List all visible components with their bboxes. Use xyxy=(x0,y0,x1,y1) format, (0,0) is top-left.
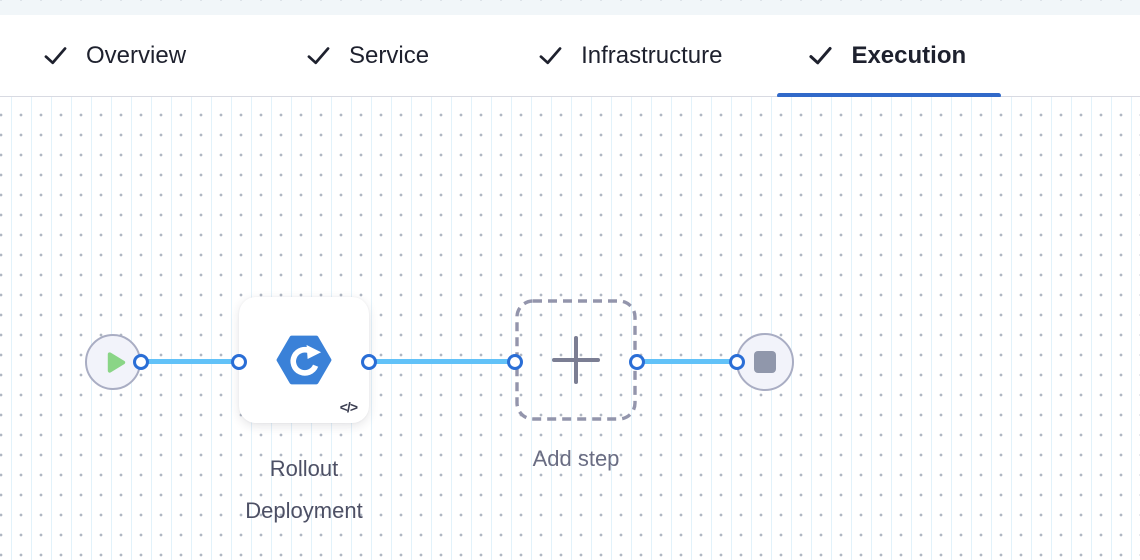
check-icon xyxy=(307,47,330,65)
check-icon xyxy=(809,47,833,65)
tab-infrastructure[interactable]: Infrastructure xyxy=(537,15,722,96)
tab-label: Service xyxy=(349,41,430,69)
stage-tab-bar: Overview Service Infrastructure Executio… xyxy=(0,15,1140,98)
check-icon xyxy=(44,47,67,65)
add-step-node[interactable] xyxy=(515,299,637,421)
pipeline-edge[interactable] xyxy=(141,359,239,364)
pipeline-edge[interactable] xyxy=(369,359,515,364)
plus-icon xyxy=(552,336,600,384)
connector-port[interactable] xyxy=(231,354,247,370)
tab-overview[interactable]: Overview xyxy=(42,15,186,96)
check-icon xyxy=(539,47,562,65)
connector-port[interactable] xyxy=(629,354,645,370)
step-label-rollout-deployment: Rollout Deployment xyxy=(245,456,363,523)
tab-service[interactable]: Service xyxy=(305,15,429,96)
connector-port[interactable] xyxy=(361,354,377,370)
add-step-label: Add step xyxy=(532,446,620,471)
connector-port[interactable] xyxy=(507,354,523,370)
execution-canvas[interactable]: </> Rollout Deployment Add step xyxy=(0,97,1140,560)
end-node[interactable] xyxy=(736,333,794,391)
tab-label: Overview xyxy=(86,41,187,69)
connector-port[interactable] xyxy=(729,354,745,370)
tab-label: Execution xyxy=(851,41,967,69)
canvas-top-strip xyxy=(0,0,1140,15)
start-node[interactable] xyxy=(85,334,141,390)
tab-execution[interactable]: Execution xyxy=(777,15,1001,98)
play-icon xyxy=(107,351,125,373)
k8s-rollout-icon xyxy=(276,335,332,385)
stop-icon xyxy=(754,351,776,373)
code-icon[interactable]: </> xyxy=(339,399,358,415)
tab-label: Infrastructure xyxy=(581,41,723,69)
pipeline-edge[interactable] xyxy=(637,359,737,364)
step-card-rollout-deployment[interactable]: </> xyxy=(239,297,369,423)
connector-port[interactable] xyxy=(133,354,149,370)
